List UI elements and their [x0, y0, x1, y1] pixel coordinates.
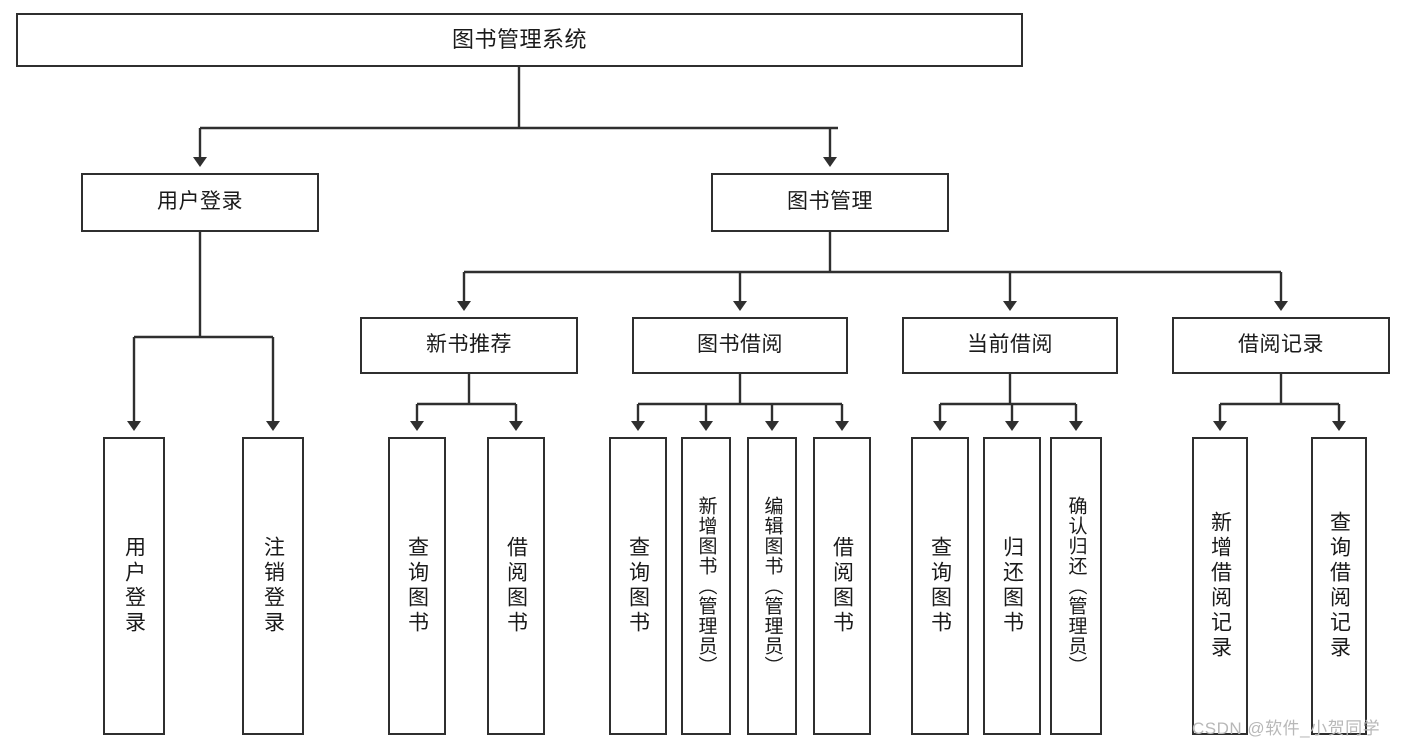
leaf-edit-book-admin[interactable]: 编辑图书（管理员） [747, 437, 797, 735]
node-book-management[interactable]: 图书管理 [711, 173, 949, 232]
node-label: 新书推荐 [426, 333, 512, 357]
leaf-label: 归还图书 [1000, 536, 1024, 636]
node-borrow-record[interactable]: 借阅记录 [1172, 317, 1390, 374]
leaf-label: 查询图书 [405, 536, 429, 636]
leaf-label: 借阅图书 [830, 536, 854, 636]
leaf-label: 新增借阅记录 [1208, 511, 1232, 661]
leaf-borrow-book-rec[interactable]: 借阅图书 [487, 437, 545, 735]
node-label: 图书管理系统 [451, 27, 587, 53]
node-book-borrow[interactable]: 图书借阅 [632, 317, 848, 374]
node-root-system[interactable]: 图书管理系统 [16, 13, 1023, 67]
leaf-add-borrow-record[interactable]: 新增借阅记录 [1192, 437, 1248, 735]
node-new-book-recommendation[interactable]: 新书推荐 [360, 317, 578, 374]
leaf-label: 用户登录 [122, 536, 146, 636]
watermark: CSDN @软件_小贺同学 [1192, 719, 1381, 738]
leaf-label: 确认归还（管理员） [1065, 496, 1087, 676]
node-label: 当前借阅 [967, 333, 1053, 357]
leaf-query-book-borrow[interactable]: 查询图书 [609, 437, 667, 735]
leaf-confirm-return-admin[interactable]: 确认归还（管理员） [1050, 437, 1102, 735]
leaf-label: 新增图书（管理员） [695, 496, 717, 676]
leaf-borrow-book[interactable]: 借阅图书 [813, 437, 871, 735]
node-user-login[interactable]: 用户登录 [81, 173, 319, 232]
node-label: 借阅记录 [1238, 333, 1324, 357]
leaf-label: 查询借阅记录 [1327, 511, 1351, 661]
leaf-add-book-admin[interactable]: 新增图书（管理员） [681, 437, 731, 735]
leaf-logout[interactable]: 注销登录 [242, 437, 304, 735]
leaf-query-borrow-record[interactable]: 查询借阅记录 [1311, 437, 1367, 735]
node-label: 用户登录 [157, 190, 243, 214]
leaf-query-book-current[interactable]: 查询图书 [911, 437, 969, 735]
leaf-label: 查询图书 [626, 536, 650, 636]
leaf-label: 查询图书 [928, 536, 952, 636]
node-label: 图书管理 [787, 190, 873, 214]
leaf-query-book-rec[interactable]: 查询图书 [388, 437, 446, 735]
leaf-user-login[interactable]: 用户登录 [103, 437, 165, 735]
leaf-label: 编辑图书（管理员） [761, 496, 783, 676]
leaf-return-book[interactable]: 归还图书 [983, 437, 1041, 735]
leaf-label: 借阅图书 [504, 536, 528, 636]
node-current-borrow[interactable]: 当前借阅 [902, 317, 1118, 374]
node-label: 图书借阅 [697, 333, 783, 357]
leaf-label: 注销登录 [261, 536, 285, 636]
